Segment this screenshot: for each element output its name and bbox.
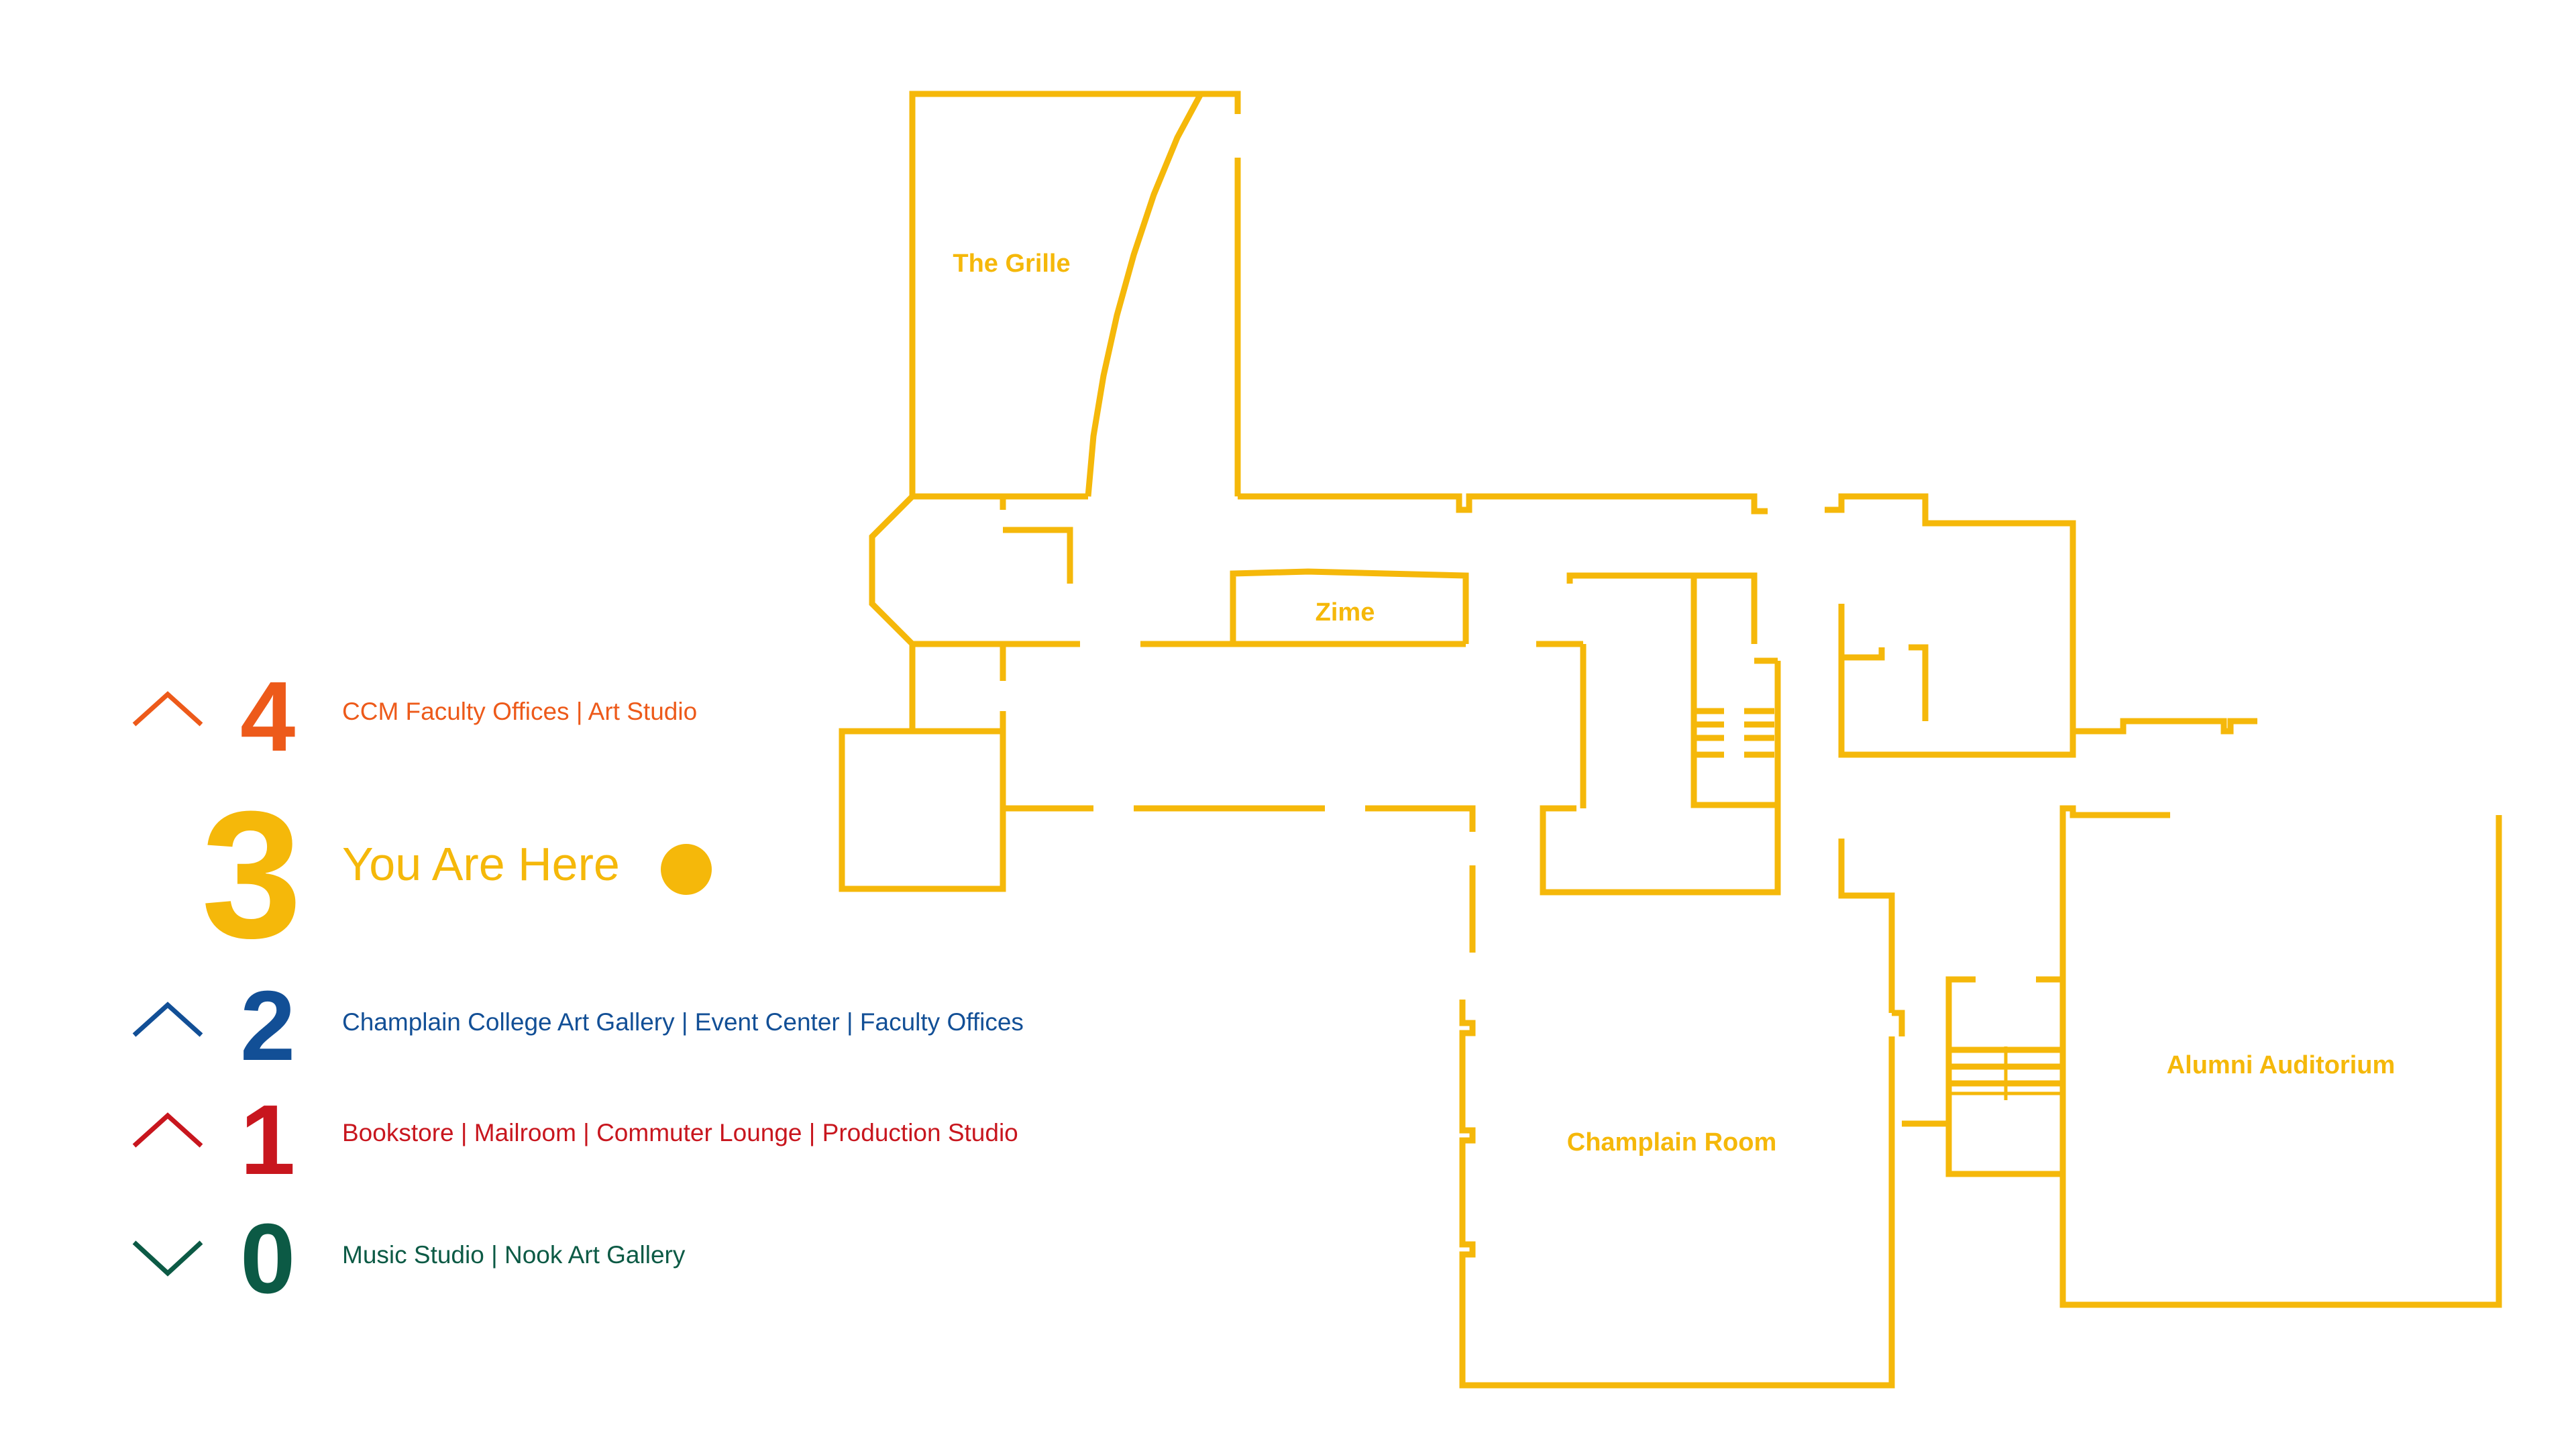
floor-1-row[interactable]: 1 Bookstore | Mailroom | Commuter Lounge… — [0, 1085, 1018, 1195]
room-label-grille[interactable]: The Grille — [953, 250, 1070, 278]
you-are-here-label: You Are Here — [342, 838, 620, 890]
you-are-here-dot — [661, 844, 712, 895]
floor-number: 0 — [240, 1203, 296, 1314]
floor-0-row[interactable]: 0 Music Studio | Nook Art Gallery — [0, 1204, 872, 1311]
floor-4-row[interactable]: 4 CCM Faculty Offices | Art Studio — [0, 661, 872, 768]
floor-2-row[interactable]: 2 Champlain College Art Gallery | Event … — [0, 971, 1024, 1081]
floor-number: 1 — [240, 1085, 296, 1195]
room-label-champlain-room[interactable]: Champlain Room — [1567, 1128, 1776, 1157]
room-label-zime[interactable]: Zime — [1316, 598, 1375, 627]
chevron-up-icon — [131, 998, 205, 1045]
floor-description: Bookstore | Mailroom | Commuter Lounge |… — [342, 1119, 1018, 1146]
floor-number: 4 — [240, 661, 296, 772]
chevron-up-icon — [131, 688, 205, 735]
chevron-up-icon — [131, 1109, 205, 1156]
floor-description: Music Studio | Nook Art Gallery — [342, 1241, 686, 1269]
floor-number: 2 — [240, 971, 296, 1081]
room-label-alumni-auditorium[interactable]: Alumni Auditorium — [2167, 1051, 2396, 1079]
floor-number: 3 — [201, 774, 303, 976]
chevron-down-icon — [131, 1234, 205, 1281]
floor-description: CCM Faculty Offices | Art Studio — [342, 698, 698, 725]
floor-3-row: 3 You Are Here — [0, 785, 872, 966]
floor-plan-walls — [839, 91, 2502, 1389]
floor-description: Champlain College Art Gallery | Event Ce… — [342, 1008, 1024, 1036]
